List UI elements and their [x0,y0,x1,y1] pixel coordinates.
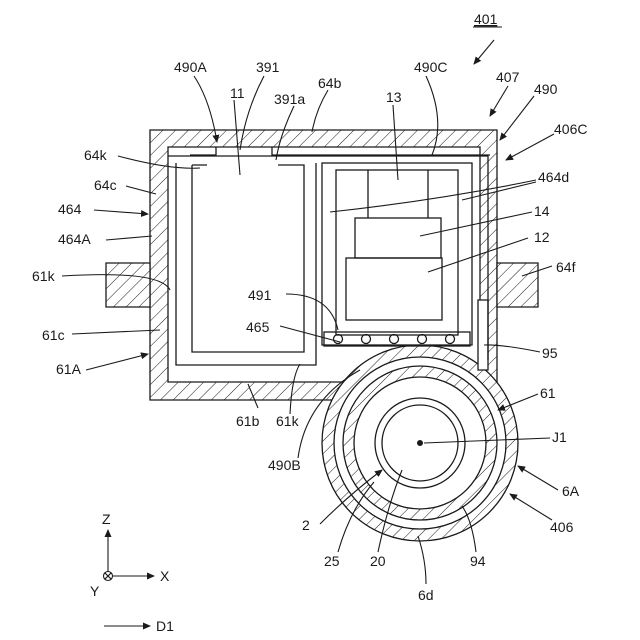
axis-x-label: X [160,568,170,584]
component-12 [346,258,442,320]
label-6A: 6A [562,483,580,499]
label-61b: 61b [236,413,260,429]
label-391: 391 [256,59,280,75]
hole [418,335,427,344]
label-25: 25 [324,553,340,569]
label-465: 465 [246,319,270,335]
axis-center [417,440,423,446]
leader-464 [94,210,148,214]
label-61c: 61c [42,327,65,343]
label-12: 12 [534,229,550,245]
hole [334,335,343,344]
label-61k-bottom: 61k [276,413,300,429]
label-464d: 464d [538,169,569,185]
axis-y-label: Y [90,583,100,599]
leader-464d-a [330,180,536,212]
tray-465 [324,332,470,346]
leader-401 [474,40,494,64]
label-464: 464 [58,201,82,217]
label-406: 406 [550,519,574,535]
label-61k-left: 61k [32,268,56,284]
label-J1: J1 [552,429,567,445]
label-491: 491 [248,287,272,303]
right-boss [497,263,538,307]
partition-strip [478,300,488,370]
label-11: 11 [230,85,245,101]
label-61: 61 [540,385,556,401]
d1-label: D1 [156,618,174,634]
label-94: 94 [470,553,486,569]
label-490B: 490B [268,457,301,473]
axis-z-label: Z [102,511,111,527]
leader-464A [106,236,152,240]
component-14 [355,218,441,258]
leader-407 [490,86,508,116]
module-frame [322,163,472,345]
label-14: 14 [534,203,550,219]
leader-491 [286,294,338,330]
label-2: 2 [302,517,310,533]
hole [446,335,455,344]
label-490C: 490C [414,59,447,75]
leader-490 [500,96,534,140]
label-95: 95 [542,345,558,361]
label-406C: 406C [554,121,587,137]
leader-465 [280,326,340,342]
hole [390,335,399,344]
label-64c: 64c [94,177,117,193]
label-464A: 464A [58,231,91,247]
hole [362,335,371,344]
leader-406C [506,134,554,160]
leader-6A [518,466,558,490]
label-401: 401 [474,11,498,27]
label-64k: 64k [84,147,108,163]
label-407: 407 [496,69,520,85]
label-64f: 64f [556,259,576,275]
leader-14 [420,212,532,236]
label-391a: 391a [274,91,305,107]
leader-6d [418,536,426,584]
label-490A: 490A [174,59,207,75]
leader-64b [312,90,328,132]
leader-61A [86,354,148,370]
label-6d: 6d [418,587,434,603]
label-61A: 61A [56,361,82,377]
label-490: 490 [534,81,558,97]
label-13: 13 [386,89,402,105]
leader-61c [72,330,160,334]
module-inner [336,170,458,335]
label-64b: 64b [318,75,342,91]
left-boss [106,263,150,307]
flow-path-mid [190,147,490,155]
leader-406 [510,494,552,520]
label-20: 20 [370,553,386,569]
leader-464d-b [462,182,536,200]
